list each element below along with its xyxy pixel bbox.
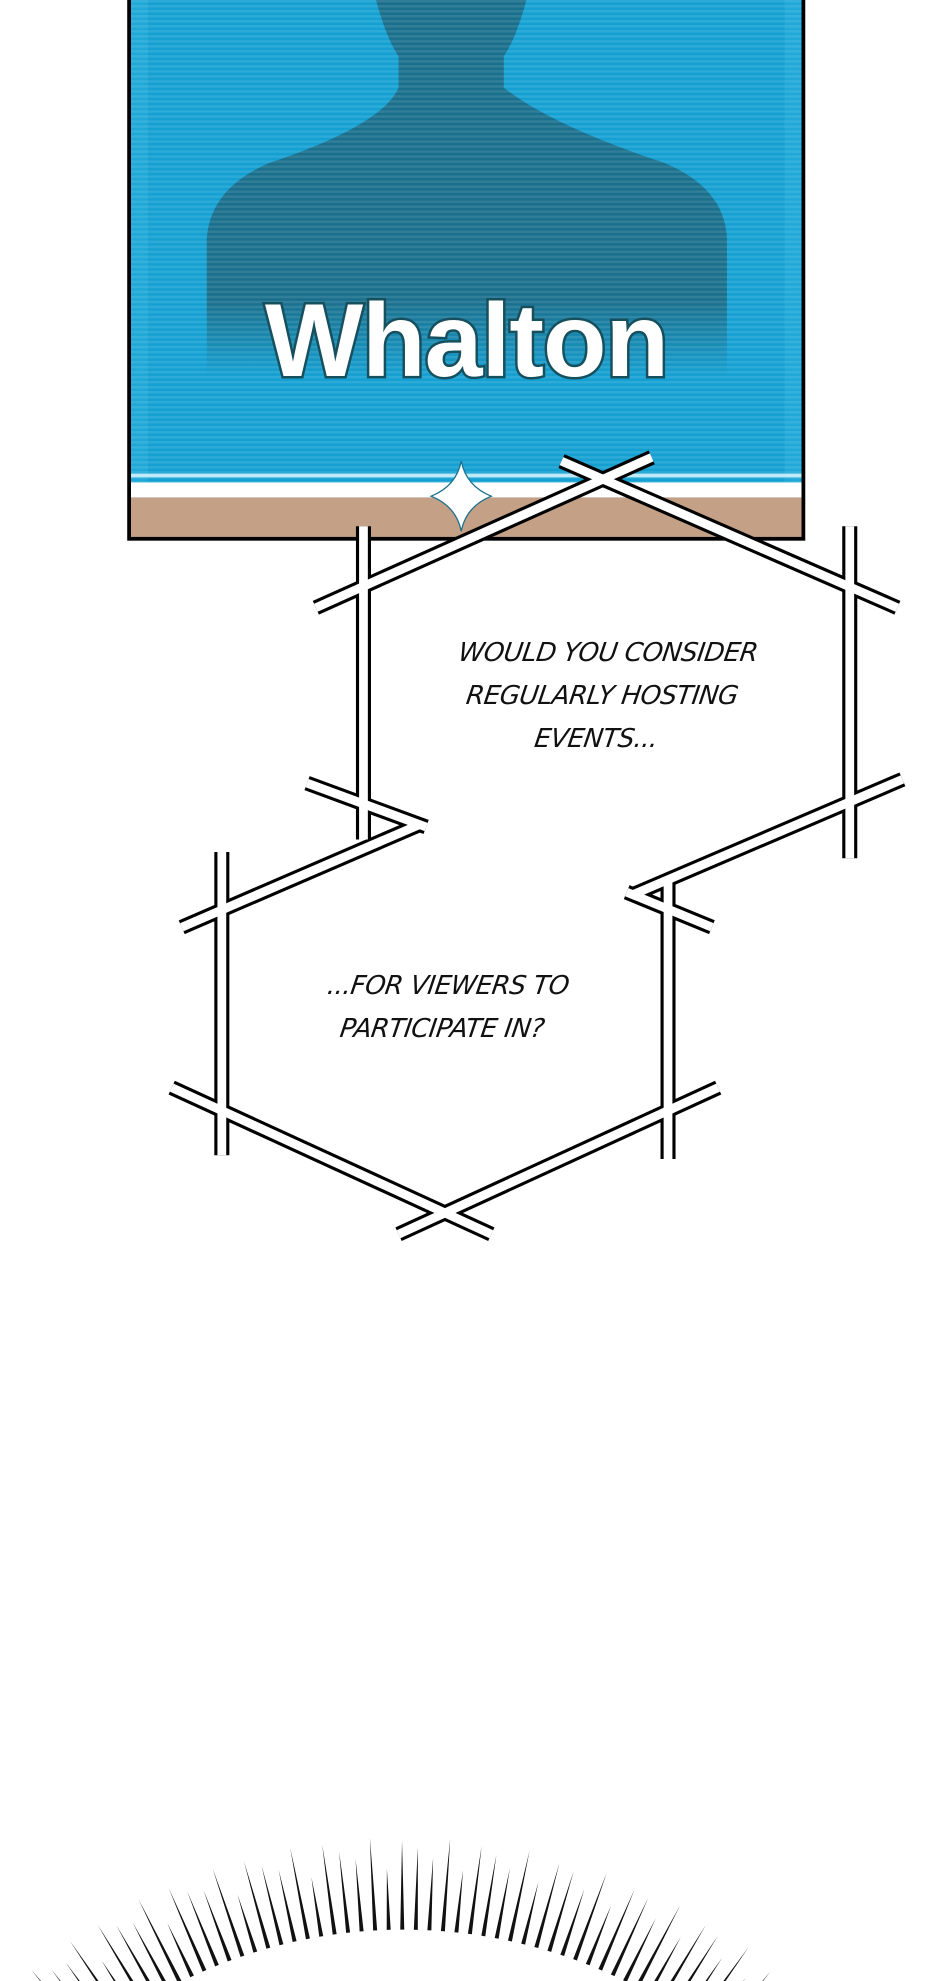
bubble-frame-line (314, 453, 654, 612)
burst-spike (65, 1962, 80, 1981)
burst-spike (467, 1845, 482, 1935)
burst-spike (386, 1868, 391, 1930)
burst-spike (598, 1889, 635, 1971)
sparkle-icon (429, 460, 493, 532)
bubble-frame-line (305, 779, 428, 832)
burst-spike (494, 1868, 510, 1939)
burst-spike (413, 1847, 418, 1930)
bubble-line: REGULARLY HOSTING (464, 681, 740, 711)
bubble-line: PARTICIPATE IN? (337, 1014, 547, 1044)
burst-spike (427, 1857, 434, 1931)
burst-spike (454, 1870, 464, 1933)
bubble-frame-line (169, 1083, 494, 1239)
burst-spike (261, 1865, 284, 1946)
focus-burst (31, 1837, 771, 1981)
burst-spike (290, 1847, 310, 1940)
burst-spike (187, 1891, 219, 1967)
burst-spike (116, 1925, 150, 1981)
burst-spike (369, 1837, 378, 1931)
burst-spike (573, 1872, 607, 1961)
bubble-frame-line (631, 775, 905, 899)
burst-spike (243, 1861, 271, 1949)
speech-bubble-frames (168, 450, 906, 1242)
burst-spike (654, 1936, 681, 1981)
burst-spike (322, 1845, 337, 1935)
bubble-frame-line (624, 888, 714, 932)
burst-spike (440, 1838, 451, 1932)
screen-panel (127, 0, 806, 541)
bubble-frame-line (559, 457, 900, 612)
burst-spike (311, 1877, 324, 1937)
speech-bubble-1: WOULD YOU CONSIDER REGULARLY HOSTING EVE… (383, 632, 821, 761)
burst-spike (237, 1894, 258, 1953)
burst-spike (400, 1840, 405, 1930)
burst-spike (203, 1890, 232, 1962)
burst-spike (355, 1858, 364, 1932)
burst-spike (521, 1882, 539, 1945)
bubble-line: EVENTS... (532, 724, 660, 754)
burst-spike (278, 1869, 297, 1943)
bubble-frame-line (396, 1083, 720, 1239)
character-name-label: Whalton (262, 281, 671, 402)
burst-spike (705, 1957, 723, 1981)
burst-spike (31, 1969, 41, 1981)
burst-spike (623, 1918, 656, 1981)
burst-spike (138, 1899, 182, 1981)
burst-spike (585, 1905, 612, 1966)
burst-spike (481, 1854, 497, 1937)
burst-spike (534, 1862, 560, 1949)
burst-spike (762, 1971, 771, 1981)
burst-spike (97, 1924, 134, 1981)
burst-spike (638, 1905, 681, 1981)
burst-spike (339, 1851, 351, 1933)
burst-spike (610, 1897, 649, 1977)
speech-bubble-2: ...FOR VIEWERS TO PARTICIPATE IN? (234, 965, 656, 1051)
burst-spike (167, 1923, 194, 1978)
bubble-line: ...FOR VIEWERS TO (325, 971, 571, 1001)
burst-spike (687, 1935, 718, 1981)
burst-spike (168, 1888, 207, 1972)
burst-spike (507, 1850, 530, 1942)
burst-spike (69, 1940, 99, 1981)
burst-spike (212, 1868, 245, 1957)
burst-spike (547, 1870, 574, 1952)
burst-spike (560, 1888, 585, 1957)
bubble-line: WOULD YOU CONSIDER (456, 638, 760, 668)
burst-spike (723, 1947, 749, 1981)
